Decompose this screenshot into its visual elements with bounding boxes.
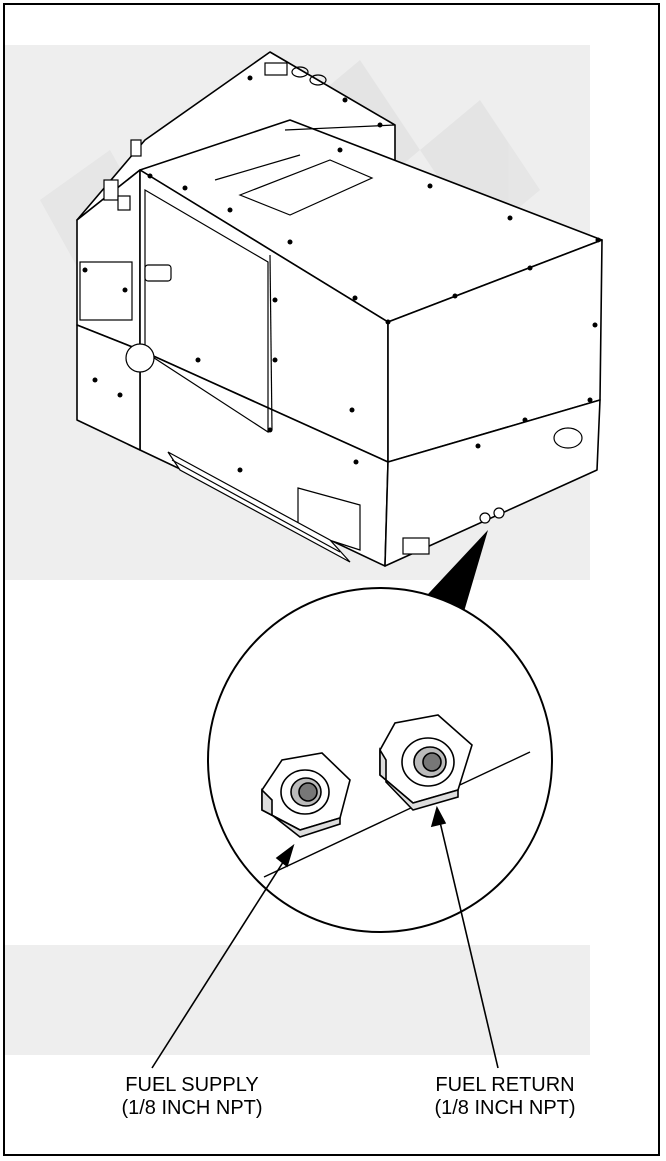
fuel-return-fitting	[379, 714, 473, 811]
fuel-return-spec: (1/8 INCH NPT)	[434, 1097, 576, 1119]
fuel-return-arrowhead	[430, 805, 447, 828]
enclosure-fasteners	[82, 75, 601, 473]
fuel-return-leader	[439, 821, 499, 1069]
fuel-supply-label: FUEL SUPPLY (1/8 INCH NPT)	[72, 1074, 312, 1120]
fuel-supply-arrowhead	[275, 843, 295, 868]
detail-magnifier	[207, 587, 553, 933]
fuel-supply-leader	[151, 855, 288, 1069]
fuel-supply-fitting	[261, 752, 351, 838]
fuel-return-label: FUEL RETURN (1/8 INCH NPT)	[385, 1074, 625, 1120]
base-left	[76, 324, 141, 451]
enclosure-details	[79, 62, 583, 563]
fuel-supply-spec: (1/8 INCH NPT)	[121, 1097, 263, 1119]
base-right	[384, 399, 601, 567]
fuel-supply-name: FUEL SUPPLY	[125, 1074, 259, 1096]
leader-arrows	[151, 805, 499, 1069]
fuel-return-name: FUEL RETURN	[435, 1074, 575, 1096]
